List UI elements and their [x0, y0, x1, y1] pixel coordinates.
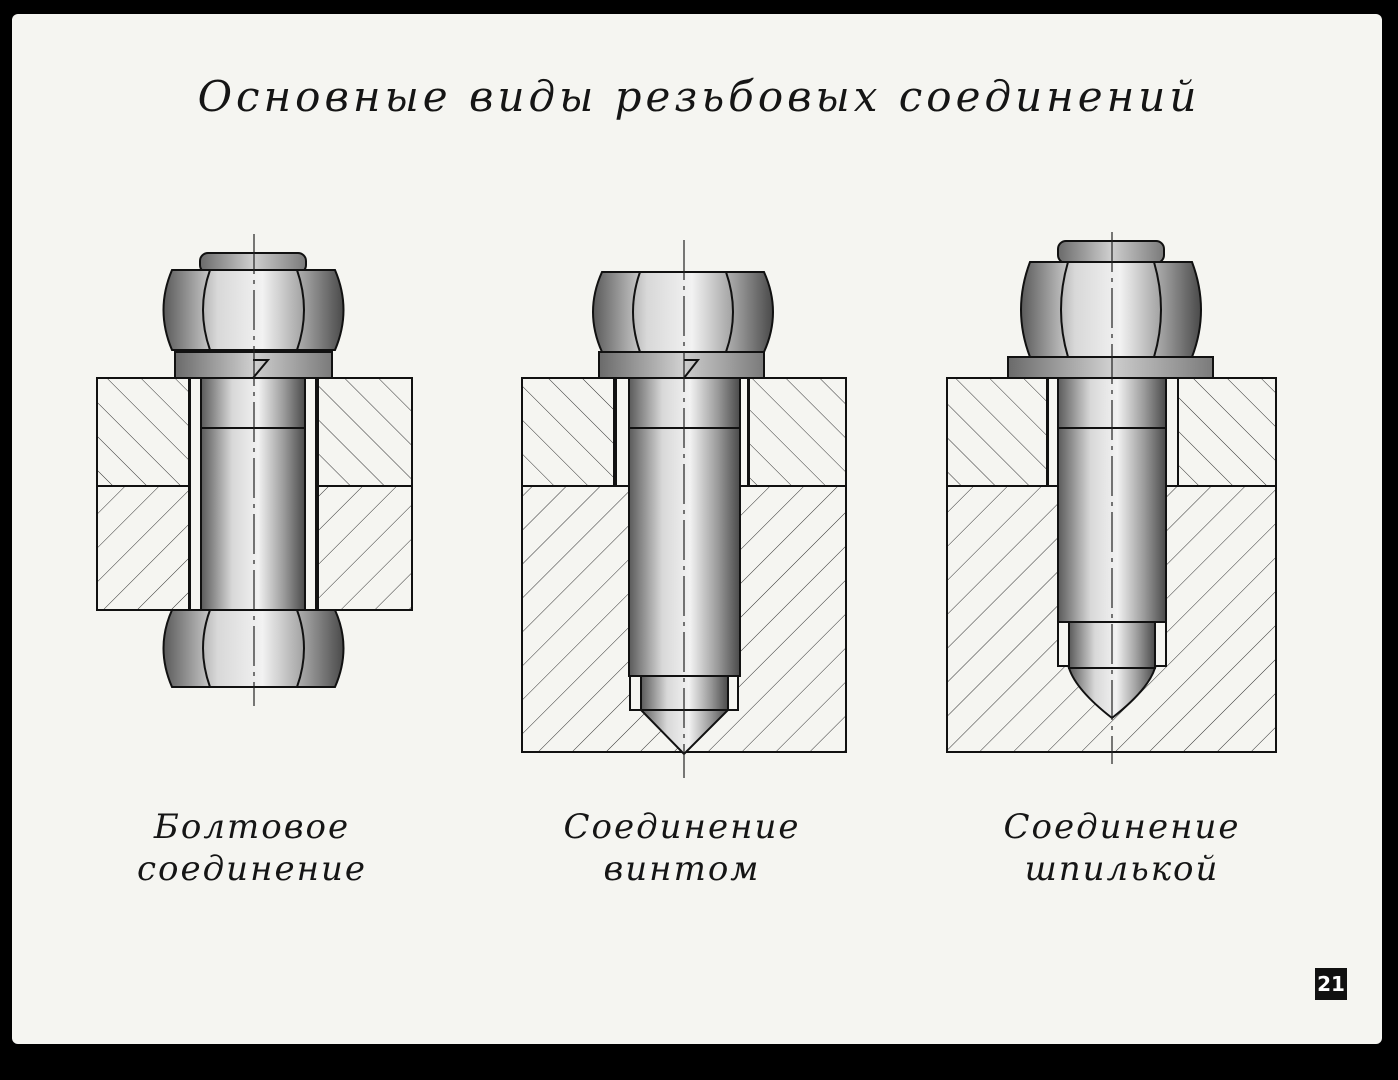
spring-washer	[598, 351, 765, 379]
stud-connection-figure	[946, 232, 1277, 764]
slide-title: Основные виды резьбовых соединений	[197, 72, 1201, 121]
caption-line-2: соединение	[136, 849, 367, 889]
caption-screw: Соединение винтом	[522, 806, 842, 890]
hex-nut	[1020, 240, 1202, 358]
caption-bolted: Болтовое соединение	[92, 806, 412, 890]
bolt-shank	[189, 377, 317, 611]
stud-body	[1047, 377, 1179, 720]
caption-line-2: шпилькой	[1024, 849, 1220, 889]
hex-nut	[162, 252, 345, 351]
caption-line-1: Соединение	[563, 807, 801, 847]
caption-line-1: Болтовое	[153, 807, 351, 847]
caption-line-1: Соединение	[1003, 807, 1241, 847]
caption-line-2: винтом	[603, 849, 761, 889]
bolted-connection-figure	[96, 234, 413, 706]
caption-stud: Соединение шпилькой	[962, 806, 1282, 890]
lower-plate	[96, 485, 413, 611]
screw-head	[592, 271, 774, 353]
flat-washer	[1007, 356, 1214, 379]
screw-connection-figure	[521, 240, 847, 778]
upper-plate	[96, 377, 413, 487]
page-number-badge: 21	[1315, 968, 1347, 1000]
